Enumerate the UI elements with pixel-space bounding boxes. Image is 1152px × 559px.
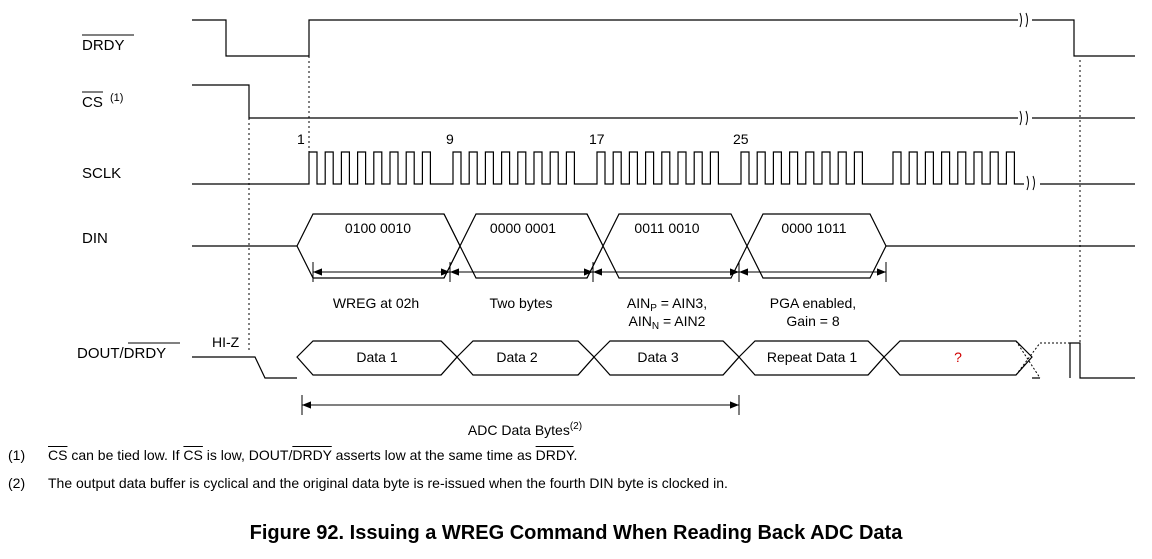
timing-diagram: DRDY CS (1) SCLK DIN DOUT/DRDY 1 9 17 25… [77,12,1135,438]
din-byte-2-label: 0000 0001 [490,220,556,236]
din-byte-1-label: 0100 0010 [345,220,411,236]
dout-byte-2-label: Data 2 [496,349,537,365]
ainp-annotation: AINP = AIN3, [627,295,707,314]
cs-note-ref: (1) [110,92,123,104]
din-byte-4-label: 0000 1011 [781,220,846,236]
pga-annotation-line1: PGA enabled, [770,295,856,311]
clock-number-17: 17 [589,131,605,147]
wreg-annotation: WREG at 02h [333,295,419,311]
dout-unknown-tail [1015,340,1070,379]
footnote-2-text: The output data buffer is cyclical and t… [48,475,728,491]
dout-byte-5-label: ? [954,349,962,365]
dout-byte-5 [867,340,1033,376]
cs-break-icon [1019,110,1028,126]
footnote-1-number: (1) [8,447,26,463]
drdy-waveform [192,19,1135,57]
dout-byte-3-label: Data 3 [637,349,678,365]
sclk-break-icon [1026,175,1035,191]
dout-drdy-label: DOUT/DRDY [77,345,166,362]
footnote-1-text: CS can be tied low. If CS is low, DOUT/D… [48,447,578,463]
sclk-label: SCLK [82,165,121,182]
cs-waveform [192,84,1135,119]
pga-annotation-line2: Gain = 8 [786,313,840,329]
dout-byte-1-label: Data 1 [356,349,397,365]
din-label: DIN [82,230,108,247]
footnote-2-number: (2) [8,475,26,491]
din-byte-3-label: 0011 0010 [634,220,699,236]
din-byte-3 [586,213,748,279]
drdy-break-icon [1019,12,1028,28]
adc-data-bytes-label: ADC Data Bytes(2) [468,421,582,438]
ainn-annotation: AINN = AIN2 [629,313,706,332]
clock-number-25: 25 [733,131,749,147]
sclk-waveform [192,151,1135,185]
figure-caption: Figure 92. Issuing a WREG Command When R… [249,522,903,544]
clock-number-1: 1 [297,131,305,147]
clock-number-9: 9 [446,131,454,147]
din-byte-4 [746,213,887,279]
two-bytes-annotation: Two bytes [489,295,552,311]
dout-idle-line [192,342,1135,379]
dout-byte-4-label: Repeat Data 1 [767,349,857,365]
cs-label: CS [82,94,103,111]
hiz-annotation: HI-Z [212,334,240,350]
drdy-label: DRDY [82,37,125,54]
